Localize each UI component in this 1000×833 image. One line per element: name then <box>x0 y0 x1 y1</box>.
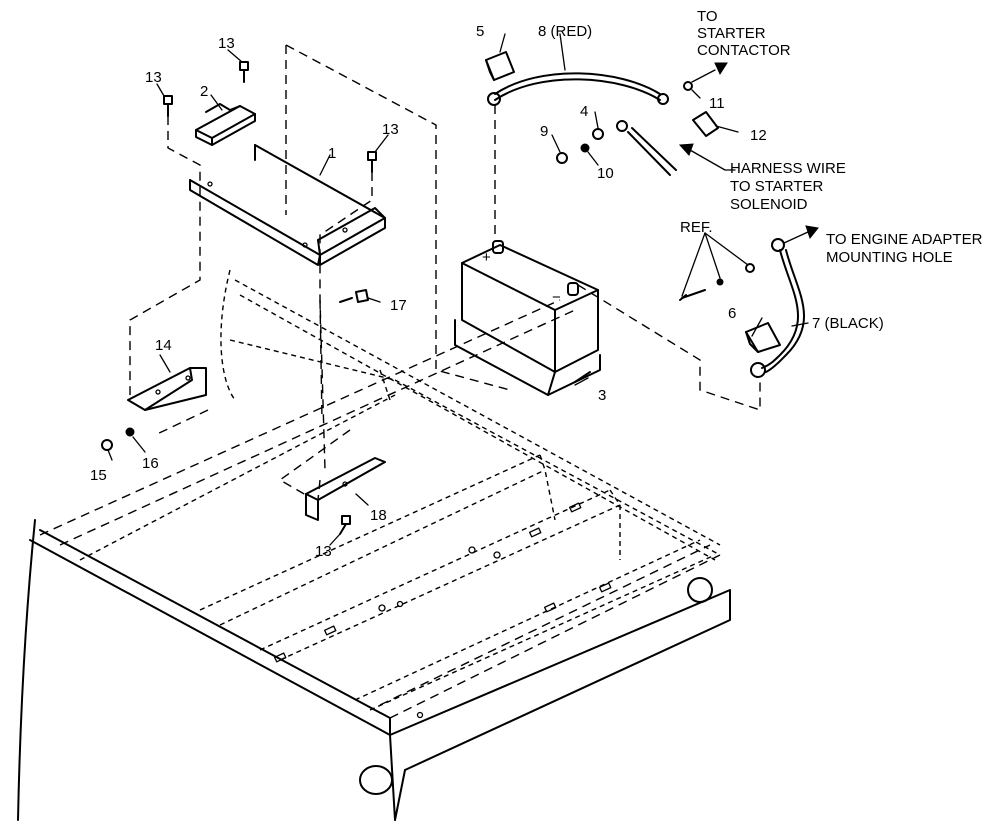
bracket-14 <box>127 367 207 411</box>
note-ref: REF. <box>680 219 713 236</box>
nut-9 <box>556 152 568 164</box>
bolt-13d <box>339 515 351 535</box>
note-engine-adapter-line2: MOUNTING HOLE <box>826 249 953 266</box>
washer-10 <box>580 143 590 153</box>
battery: + − <box>454 240 601 396</box>
note-engine-adapter-line1: TO ENGINE ADAPTER <box>826 231 983 248</box>
callout-6: 6 <box>728 305 736 322</box>
ref-hardware <box>679 263 755 301</box>
terminal-boot-5 <box>485 51 515 81</box>
callout-18: 18 <box>370 507 387 524</box>
leader-lines <box>107 33 809 546</box>
callout-15: 15 <box>90 467 107 484</box>
nut-11 <box>683 81 693 91</box>
callout-7: 7 (BLACK) <box>812 315 884 332</box>
bracket-2 <box>195 103 256 146</box>
cap-12 <box>692 111 719 137</box>
callout-13-bottom: 13 <box>315 543 332 560</box>
arrow-to-contactor <box>691 62 728 83</box>
note-harness-wire-line3: SOLENOID <box>730 196 808 213</box>
note-starter-contactor-line1: TO <box>697 8 718 25</box>
bracket-18 <box>305 457 386 521</box>
red-cable <box>487 72 669 106</box>
callout-11: 11 <box>709 95 725 112</box>
note-harness-wire: HARNESS WIRE TO STARTER SOLENOID <box>730 160 846 213</box>
callout-labels: 1 2 3 4 5 6 7 (BLACK) 8 (RED) 9 10 11 12… <box>90 23 884 560</box>
callout-5: 5 <box>476 23 484 40</box>
washer-4 <box>592 128 604 140</box>
note-starter-contactor-line3: CONTACTOR <box>697 42 791 59</box>
callout-16: 16 <box>142 455 159 472</box>
callout-10: 10 <box>597 165 614 182</box>
bolt-13a <box>163 95 173 117</box>
callout-8: 8 (RED) <box>538 23 592 40</box>
note-harness-wire-line2: TO STARTER <box>730 178 824 195</box>
callout-4: 4 <box>580 103 588 120</box>
callout-1: 1 <box>328 145 336 162</box>
harness-wire <box>616 120 677 176</box>
washer-16 <box>125 427 135 437</box>
arrow-to-engine <box>783 225 819 244</box>
callout-13-top: 13 <box>218 35 235 52</box>
bolt-13c <box>367 151 377 173</box>
callout-13-left: 13 <box>145 69 162 86</box>
assembly-guide-lines <box>129 44 761 501</box>
callout-2: 2 <box>200 83 208 100</box>
callout-17: 17 <box>390 297 407 314</box>
frame-slots <box>273 502 612 719</box>
nut-15 <box>101 439 113 451</box>
callout-9: 9 <box>540 123 548 140</box>
note-harness-wire-line1: HARNESS WIRE <box>730 160 846 177</box>
negative-terminal-label: − <box>552 289 561 306</box>
frame-chassis <box>17 269 731 821</box>
note-starter-contactor: TO STARTER CONTACTOR <box>697 8 791 59</box>
battery-tray <box>189 144 386 266</box>
callout-12: 12 <box>750 127 767 144</box>
positive-terminal-label: + <box>482 249 491 266</box>
callout-13-right: 13 <box>382 121 399 138</box>
terminal-boot-6 <box>745 322 781 353</box>
bolt-13b <box>239 61 249 83</box>
callout-3: 3 <box>598 387 606 404</box>
callout-14: 14 <box>155 337 172 354</box>
arrow-harness <box>678 143 726 171</box>
note-starter-contactor-line2: STARTER <box>697 25 766 42</box>
bolt-17 <box>339 289 369 303</box>
note-engine-adapter: TO ENGINE ADAPTER MOUNTING HOLE <box>826 231 983 266</box>
black-cable <box>750 238 805 378</box>
